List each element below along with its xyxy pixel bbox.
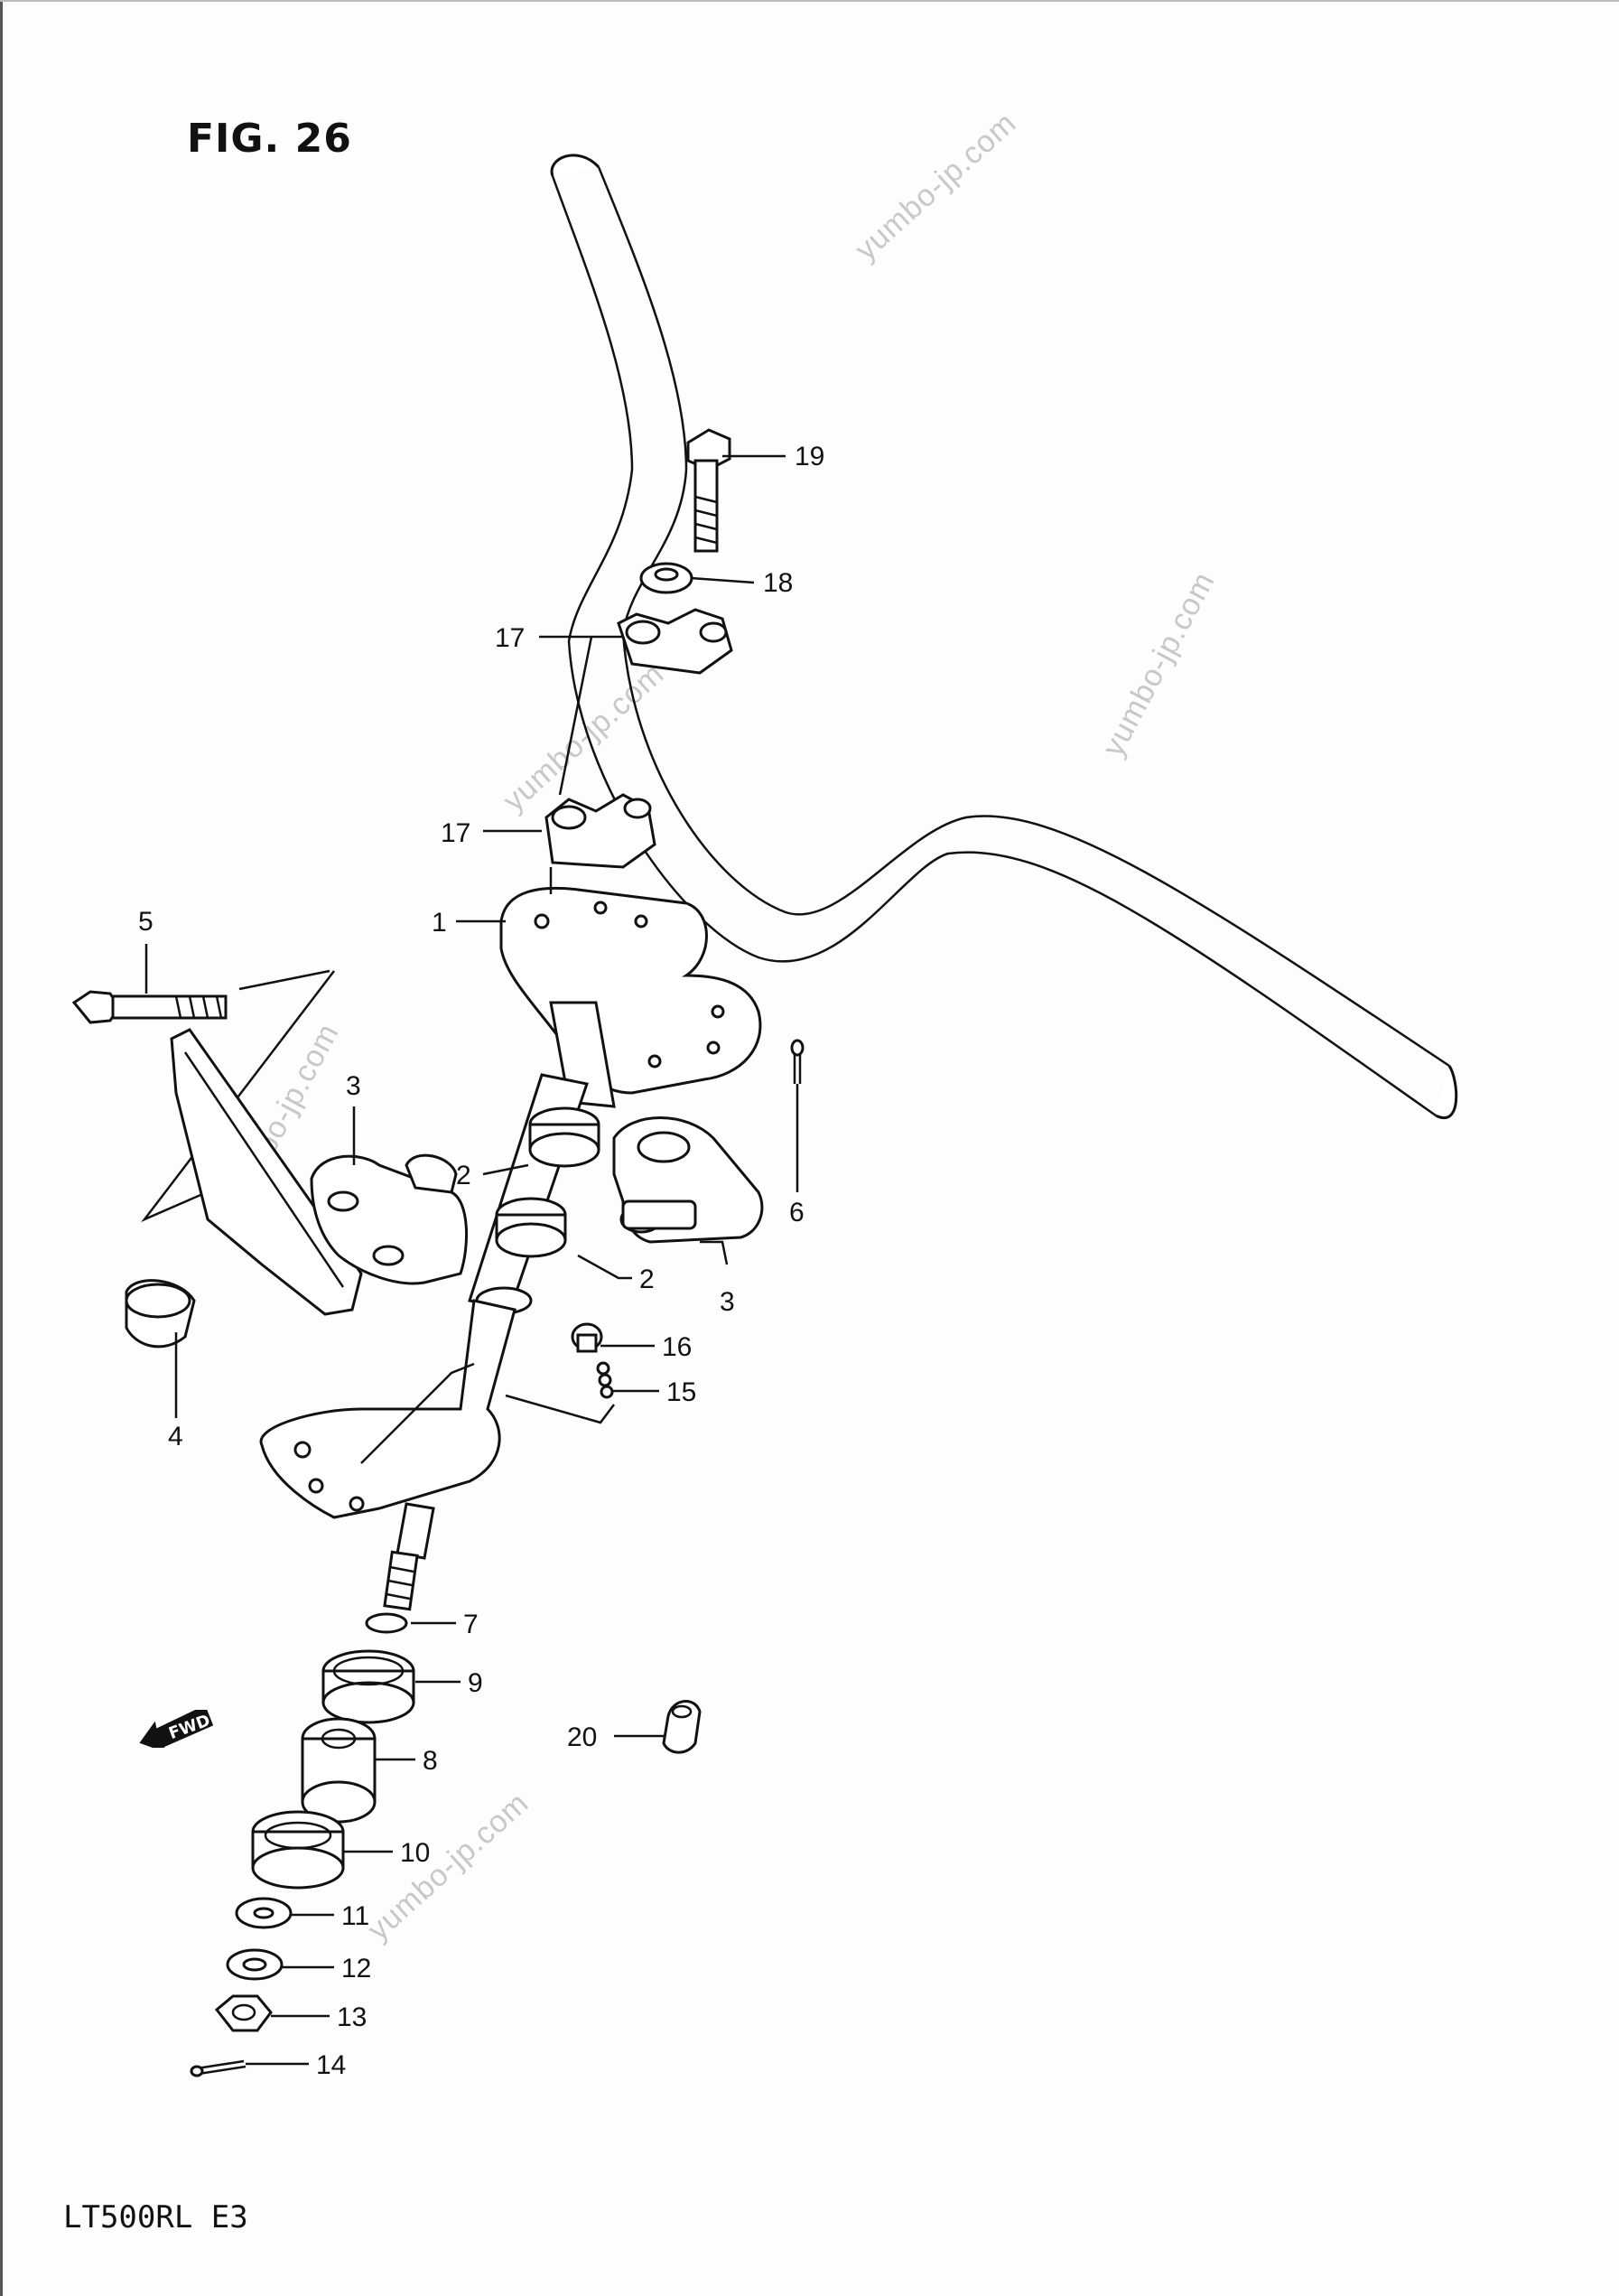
callout-15: 15 [666, 1377, 696, 1407]
clamp-3-left [310, 1153, 468, 1285]
lower-stack [190, 1612, 415, 2077]
model-code: LT500RL E3 [63, 2199, 248, 2235]
callout-16: 16 [662, 1332, 692, 1362]
oring-7 [365, 1612, 408, 1634]
washer-18 [639, 562, 693, 594]
callout-18: 18 [763, 568, 793, 598]
callout-19: 19 [795, 442, 824, 471]
cotter-pin-14 [190, 2059, 247, 2077]
handlebar-holder-upper-17 [617, 608, 733, 675]
callout-labels: 19 18 17 17 1 5 3 2 2 3 6 4 16 15 7 9 20… [138, 442, 824, 2080]
bolt-19 [686, 428, 731, 553]
callout-14: 14 [316, 2050, 346, 2080]
cap-16-nipple-15 [505, 1322, 615, 1424]
callout-5: 5 [138, 907, 154, 937]
scan-edge-left [0, 0, 3, 2296]
callout-11: 11 [341, 1901, 369, 1931]
callout-3-left: 3 [346, 1071, 361, 1101]
callout-4: 4 [168, 1422, 183, 1451]
callout-13: 13 [337, 2002, 367, 2032]
callout-leaders [144, 454, 799, 2066]
watermark-5: yumbo-jp.com [361, 1786, 535, 1947]
watermark-2: yumbo-jp.com [1096, 566, 1222, 762]
cotter-pin-6 [790, 1039, 805, 1084]
callout-17-upper: 17 [495, 623, 525, 653]
steering-shaft [468, 1001, 616, 1315]
bolt-5 [71, 969, 330, 1024]
washer-12 [226, 1948, 284, 1981]
seal-10 [251, 1810, 345, 1890]
lower-bracket [259, 1299, 516, 1611]
callout-2-lower: 2 [639, 1265, 655, 1294]
callout-17-lower: 17 [441, 818, 470, 848]
clamp-3-right [612, 1116, 764, 1244]
washer-11 [235, 1897, 293, 1929]
fwd-arrow-icon: FWD [139, 1710, 214, 1748]
nut-13 [214, 1994, 273, 2032]
callout-6: 6 [789, 1198, 805, 1227]
scan-edge-top [0, 0, 1619, 2]
callout-7: 7 [463, 1610, 479, 1639]
callout-2-upper: 2 [456, 1161, 471, 1190]
guide-4 [125, 970, 363, 1349]
cap-20 [662, 1700, 702, 1754]
callout-1: 1 [432, 908, 447, 938]
callout-3-right: 3 [720, 1287, 735, 1317]
handlebar-holder-lower-17 [544, 793, 656, 869]
watermark-1: yumbo-jp.com [849, 106, 1023, 267]
callout-9: 9 [468, 1668, 483, 1698]
bushing-8 [301, 1717, 377, 1824]
figure-title: FIG. 26 [187, 116, 352, 162]
callout-20: 20 [567, 1722, 597, 1752]
callout-12: 12 [341, 1954, 371, 1983]
upper-bracket-plate-1 [499, 886, 762, 1095]
race-9 [321, 1649, 415, 1724]
callout-10: 10 [400, 1838, 430, 1868]
callout-8: 8 [423, 1746, 438, 1776]
